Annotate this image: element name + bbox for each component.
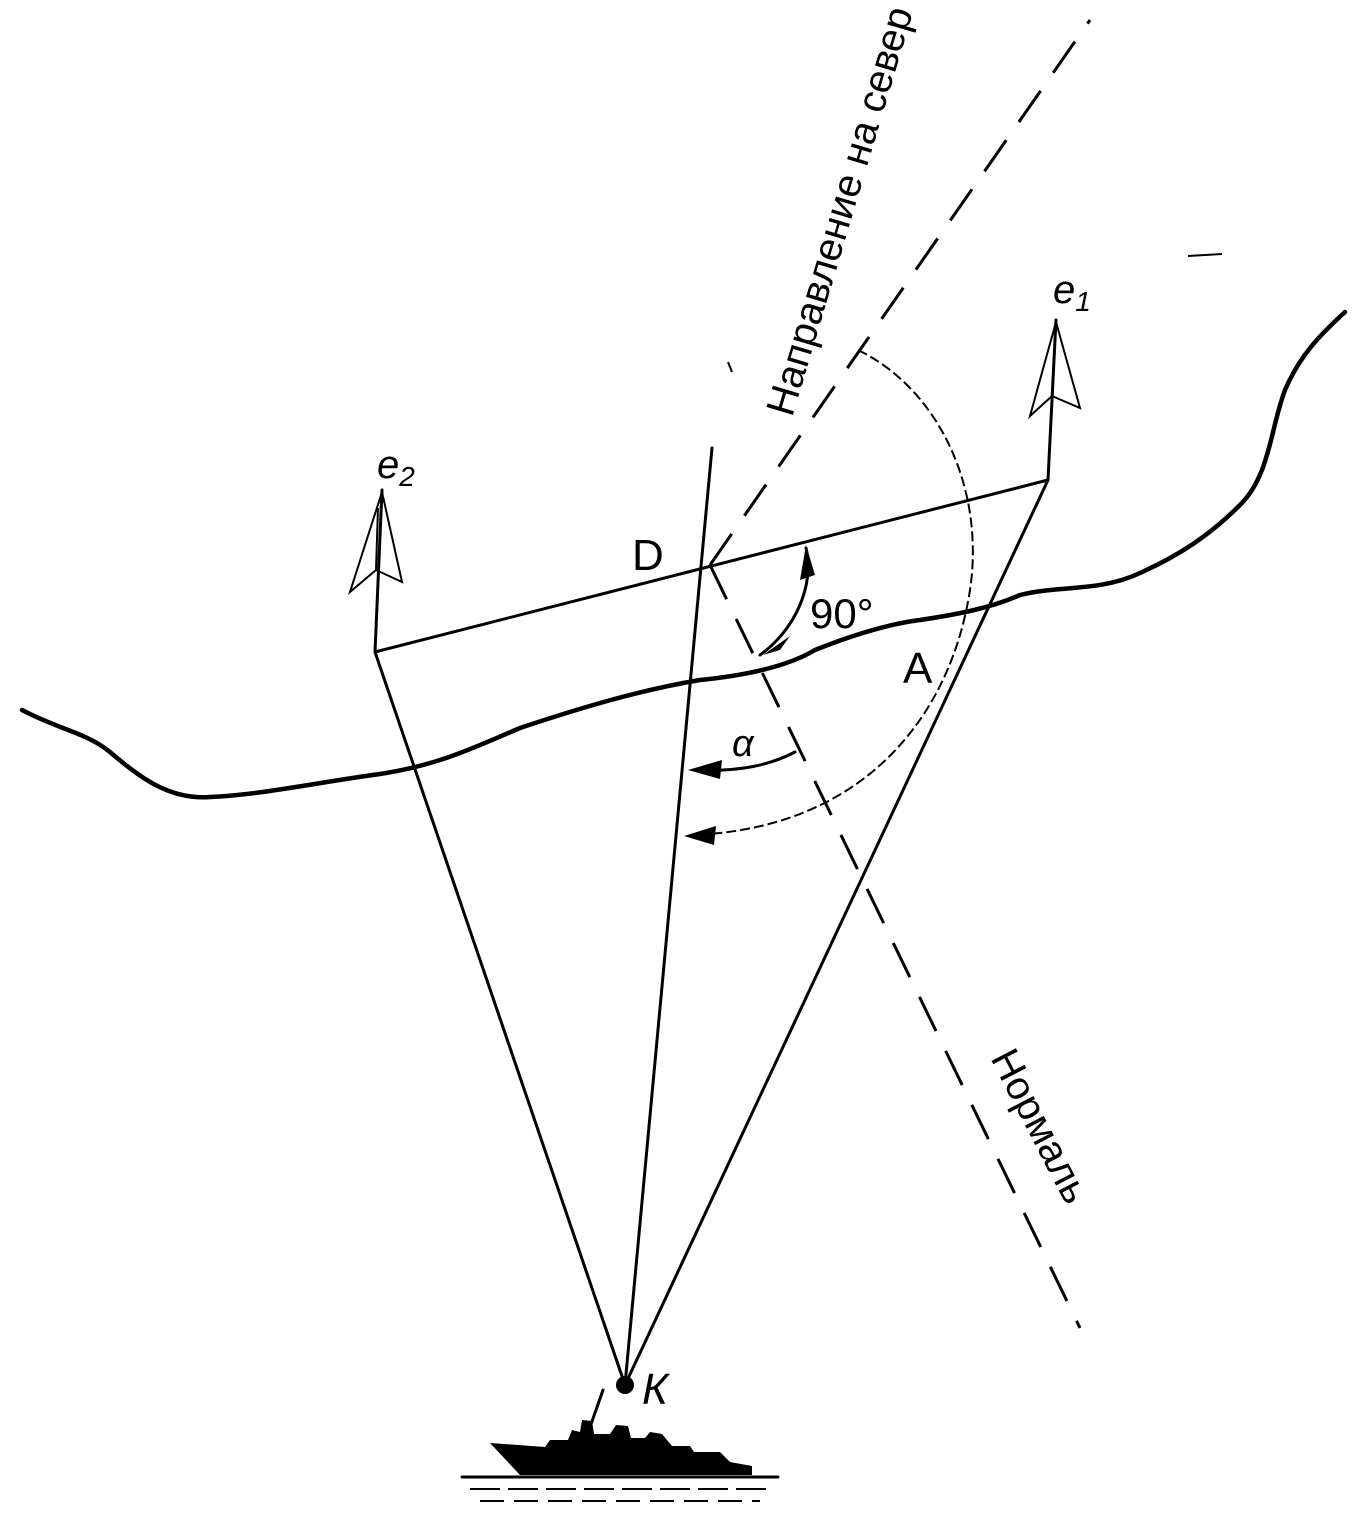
azimuth-arc-arrowhead <box>684 826 716 845</box>
point-k-marker <box>616 1376 634 1394</box>
e2-subscript: 2 <box>398 461 415 492</box>
right-angle-label: 90° <box>810 590 874 637</box>
normal-line <box>708 564 1082 1329</box>
e1-base: e <box>1053 268 1075 312</box>
right-angle-arrowhead-bottom <box>763 636 790 655</box>
alpha-arc-arrowhead <box>688 760 722 779</box>
e1-subscript: 1 <box>1075 286 1091 317</box>
point-k-label: К <box>642 1365 670 1414</box>
right-angle-arc <box>758 546 810 657</box>
point-a-label: A <box>903 644 933 693</box>
ship-icon <box>490 1420 752 1475</box>
normal-label: Нормаль <box>982 1042 1098 1211</box>
line-k-e2 <box>373 650 627 1387</box>
emitter-e2-label: e2 <box>377 443 415 492</box>
north-direction-label: Направление на север <box>758 2 921 421</box>
speck-top-right <box>1187 253 1223 257</box>
right-angle-arrowhead-top <box>800 545 815 580</box>
alpha-angle-label: α <box>732 723 755 765</box>
north-direction-line <box>708 19 1092 566</box>
line-k-d <box>623 446 714 1387</box>
e2-arrow-icon <box>347 488 404 596</box>
emitter-e1-label: e1 <box>1053 268 1091 317</box>
azimuth-arc <box>689 349 974 836</box>
speck-tick <box>727 361 733 373</box>
e1-arrow-icon <box>1028 318 1082 420</box>
e2-base: e <box>377 443 399 487</box>
line-k-e1 <box>623 478 1050 1387</box>
coastline <box>19 309 1348 800</box>
point-d-label: D <box>632 531 664 580</box>
